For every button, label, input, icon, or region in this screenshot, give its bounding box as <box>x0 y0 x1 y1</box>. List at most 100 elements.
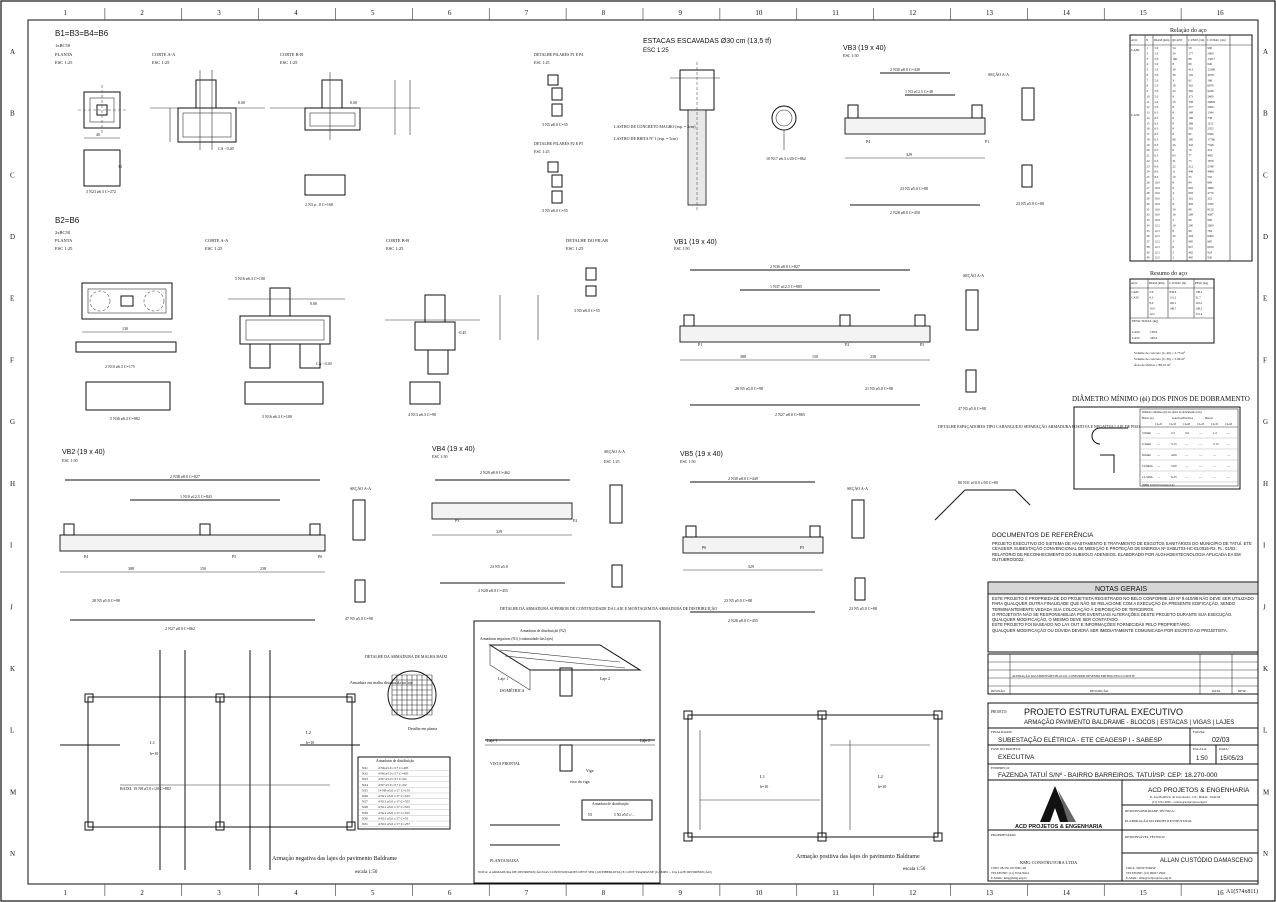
cont-small-table-n: N1 <box>588 813 593 817</box>
rel-cell: 322 <box>1208 197 1213 201</box>
vb1-span-2: 150 <box>812 354 818 359</box>
res-peso-value: 138.9 <box>1150 330 1158 334</box>
rel-cell: 368 <box>1189 121 1194 125</box>
rev-header-rev: REVISÃO <box>991 688 1006 693</box>
tb-company-addr: R. José Bonifácio de Vasconcelos, 110 - … <box>1150 795 1221 800</box>
b1-corte-bb-esc: ESC 1:25 <box>280 60 298 65</box>
tb-endereco-label: ENDEREÇO: <box>991 766 1010 770</box>
rel-cell: 82 <box>1189 132 1193 136</box>
tb-escala-label: ESCALA: <box>1193 747 1207 751</box>
res-cell: 148.2 <box>1196 307 1203 311</box>
vb1-bar-1: 2 N36 ø8.0 C=827 <box>770 264 800 269</box>
b2-plan-drawing: 130 <box>75 282 177 353</box>
rel-cell: 8 <box>1173 121 1175 125</box>
cont-viga: Viga <box>586 768 594 773</box>
rel-cell: 5.0 <box>1155 62 1159 66</box>
grid-row-label-left: J <box>10 603 13 611</box>
rel-cell: 12.5 <box>1155 223 1161 227</box>
dob-cell: 2.5 <box>1171 431 1175 435</box>
dob-cell: — <box>1198 431 1203 435</box>
grid-row-label-right: F <box>1263 356 1267 364</box>
rel-cell: 12.5 <box>1155 234 1161 238</box>
dist-row-value: 4 N11 ø5.0 c/17 C=555 <box>378 811 410 815</box>
pos-l2: L2 <box>878 774 883 779</box>
res-cell: 138.2 <box>1196 290 1203 294</box>
rel-cell: 10.0 <box>1155 202 1161 206</box>
rel-cell: 4968 <box>1208 170 1215 174</box>
dist-table-header: Armaduras de distribuição <box>376 759 414 763</box>
rel-cell: 602 <box>1189 186 1194 190</box>
rel-cell: 14 <box>1147 116 1151 120</box>
dist-row-n: N29 <box>362 811 368 815</box>
dist-row-value: 4 N7 ø5.0 c/17 C=62 <box>378 777 407 781</box>
dob-cell: — <box>1212 464 1217 468</box>
rel-cell: 12.5 <box>1155 256 1161 260</box>
vb1-esc: ESC 1:50 <box>674 246 689 251</box>
pos-escala: escala 1:50 <box>903 867 926 872</box>
vb1-secao: SEÇÃO A-A <box>963 273 984 278</box>
b1-title: B1=B3=B4=B6 <box>55 29 109 38</box>
pos-l2-h: h=10 <box>878 784 886 789</box>
rel-cell: 6.3 <box>1155 159 1159 163</box>
grid-col-label-bottom: 2 <box>140 889 144 897</box>
rel-cell: 18 <box>1147 137 1151 141</box>
rel-cell: 19 <box>1147 143 1151 147</box>
b1-esc: ESC 1:25 <box>55 60 73 65</box>
cont-small-table-header: Armadura de distribuição <box>592 802 629 806</box>
vb1-bar-3: 28 N5 ø5.0 C=98 <box>735 386 763 391</box>
vb1-title: VB1 (19 x 40) <box>674 239 717 246</box>
rel-cell: 448 <box>1189 170 1194 174</box>
block-b2-group: B2=B6 2xBC50 PLANTA ESC 1:25 130 2 N10 ø… <box>55 216 608 421</box>
rel-cell: 2000 <box>1208 223 1215 227</box>
rel-cell: 75 <box>1189 159 1193 163</box>
rel-cell: 21 <box>1147 154 1151 158</box>
res-aco-title: Resumo do aço <box>1150 271 1187 277</box>
res-peso-steel: CA50 <box>1132 336 1140 340</box>
dob-cell: — <box>1156 464 1161 468</box>
rel-cell: 10.0 <box>1155 218 1161 222</box>
tb-projeto: PROJETO ESTRUTURAL EXECUTIVO <box>1024 707 1183 717</box>
b2-planta: PLANTA <box>55 238 73 243</box>
rel-cell: 80 <box>1189 218 1193 222</box>
grid-col-label-bottom: 1 <box>63 889 67 897</box>
vb3-support-1: P4 <box>866 139 870 144</box>
rel-header-cell: DIAM (mm) <box>1154 38 1169 42</box>
rel-cell: 185 <box>1189 137 1194 141</box>
rel-cell: 10.0 <box>1155 191 1161 195</box>
grid-col-label-top: 10 <box>755 9 763 17</box>
rel-cell: 38 <box>1147 245 1151 249</box>
rel-cell: 8 <box>1173 202 1175 206</box>
b2-pilar-bar: 3 N5 ø8.0 C=55 <box>574 308 600 313</box>
rel-cell: 16 <box>1173 213 1177 217</box>
neg-escala: escala 1:50 <box>355 870 378 875</box>
rel-cell: 212 <box>1189 164 1194 168</box>
vb2-group: VB2 (19 x 40) ESC 1:50 2 N38 ø8.0 C=827 … <box>59 449 373 631</box>
dist-row-value: 4 N11 ø5.0 c/17 C=555 <box>378 794 410 798</box>
grid-col-label-top: 1 <box>63 9 67 17</box>
rel-cell: 9 <box>1147 89 1149 93</box>
dob-steel-header: CA-25 <box>1155 423 1163 426</box>
rel-cell: 8 <box>1173 229 1175 233</box>
neg-l2: L2 <box>306 730 311 735</box>
vb5-esc: ESC 1:50 <box>680 459 695 464</box>
rel-cell: 12.5 <box>1155 245 1161 249</box>
rel-cell: 5.0 <box>1155 89 1159 93</box>
rel-cell: 55 <box>1173 100 1177 104</box>
b2-bar-5: 5 N16 ø6.3 C=100 <box>262 414 292 419</box>
grid-col-label-top: 11 <box>832 9 839 17</box>
rel-cell: 98 <box>1189 229 1193 233</box>
rel-cell: 3 <box>1173 78 1175 82</box>
grid-col-label-top: 2 <box>140 9 144 17</box>
rel-cell: 8.0 <box>1155 175 1159 179</box>
rel-cell: 24 <box>1147 170 1151 174</box>
vb5-support-2: P5 <box>800 545 804 550</box>
rel-cell: 6.3 <box>1155 143 1159 147</box>
grid-row-label-left: I <box>10 542 13 550</box>
grid-row-label-right: L <box>1263 727 1267 735</box>
vb1-group: VB1 (19 x 40) ESC 1:50 2 N36 ø8.0 C=827 … <box>674 239 986 417</box>
vb3-bar-1: 2 N30 ø8.0 C=449 <box>890 67 920 72</box>
tb-company: ACD PROJETOS & ENGENHARIA <box>1148 787 1250 794</box>
dob-bitola: 5.0mm <box>1142 431 1151 435</box>
vb3-bar-2: 1 N3 ø12.5 C=48 <box>905 89 933 94</box>
